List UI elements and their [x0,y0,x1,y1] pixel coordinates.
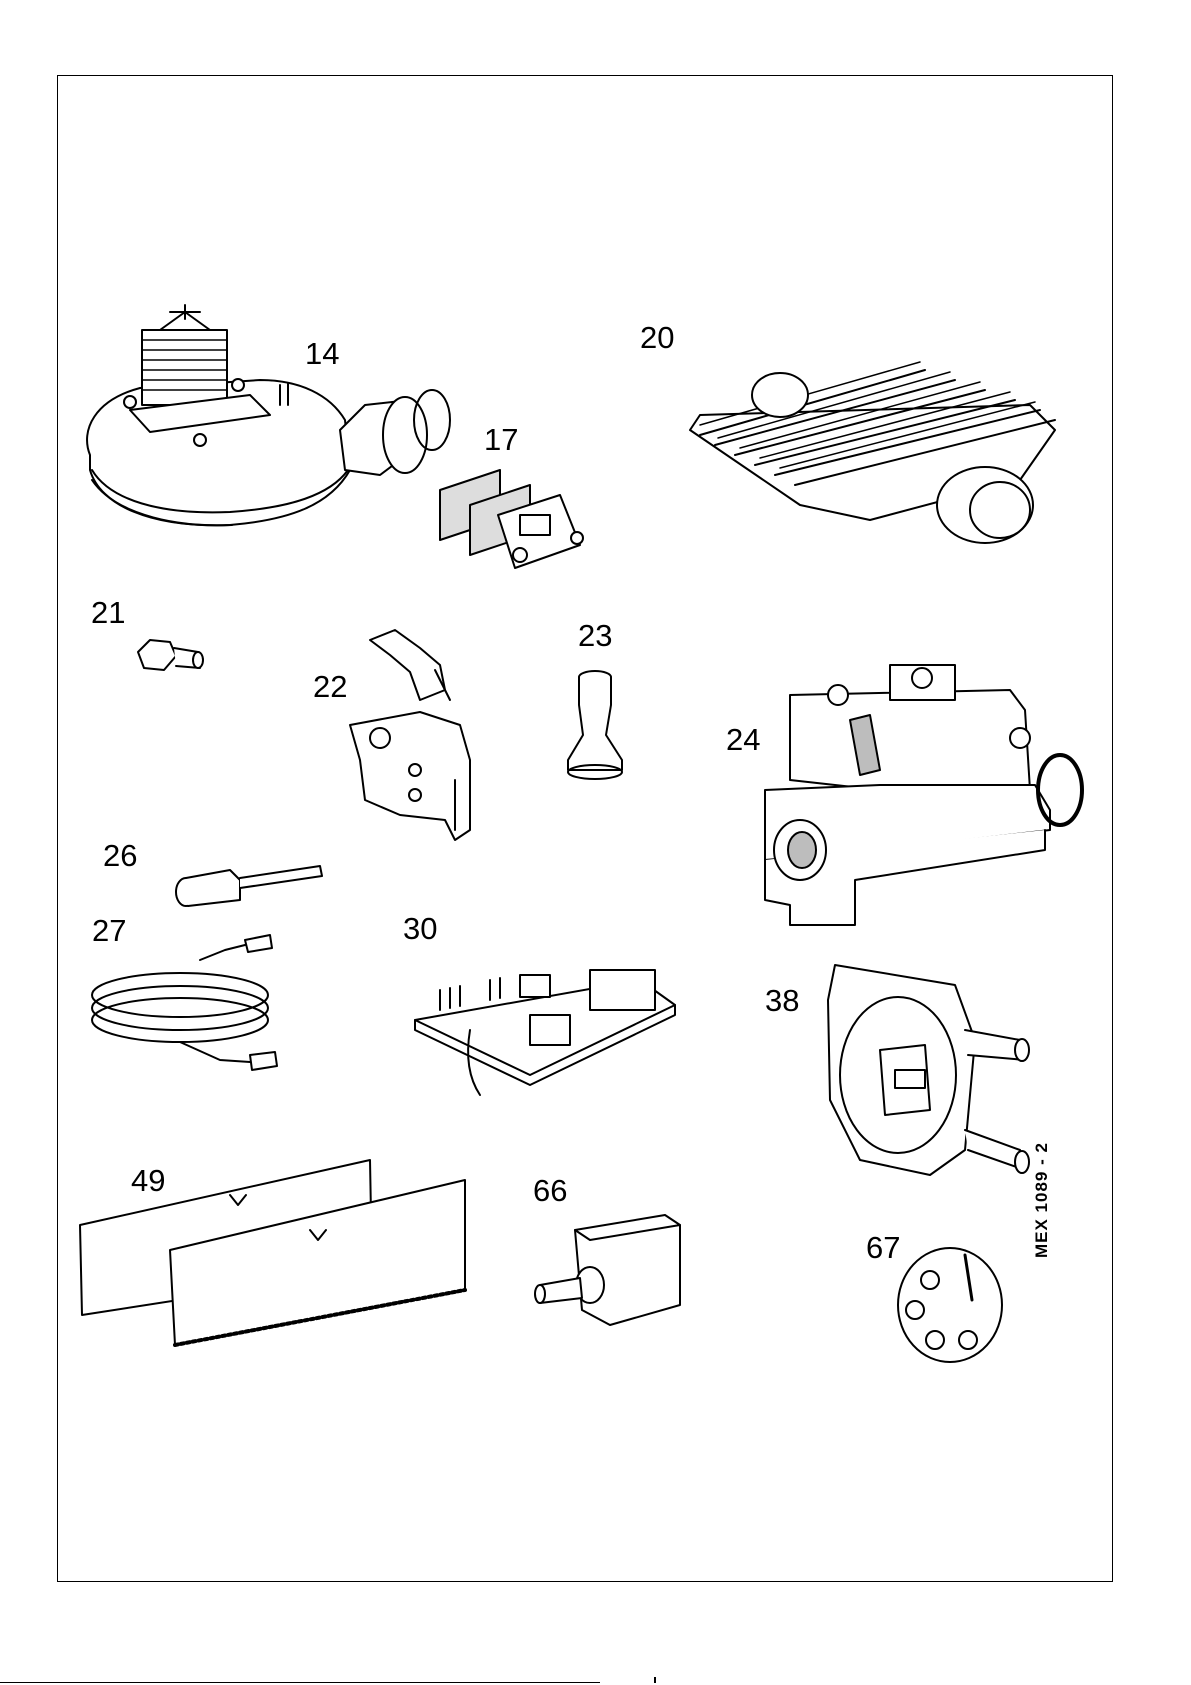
part-number-49: 49 [131,1165,165,1196]
part-gas-valve [765,665,1082,925]
part-number-24: 24 [726,724,760,755]
part-number-20: 20 [640,322,674,353]
part-number-27: 27 [92,915,126,946]
part-number-17: 17 [484,424,518,455]
part-injector [138,640,203,670]
page-footer-rule [0,1682,600,1683]
part-fan-assembly [87,305,450,525]
part-number-67: 67 [866,1232,900,1263]
part-number-66: 66 [533,1175,567,1206]
part-number-23: 23 [578,620,612,651]
part-knob [898,1248,1002,1362]
drawing-reference: MEX 1089 - 2 [1032,1098,1056,1258]
part-number-21: 21 [91,597,125,628]
part-gaskets [440,470,583,568]
part-probe [176,866,322,906]
part-number-38: 38 [765,985,799,1016]
part-burner [690,362,1055,543]
page-footer-mark [654,1677,656,1683]
part-sleeve [568,671,622,779]
part-number-22: 22 [313,671,347,702]
part-thermostat [535,1215,680,1325]
part-control-board [415,970,675,1095]
part-number-14: 14 [305,338,339,369]
part-pressure-switch [828,965,1029,1175]
part-electrode-bracket [350,630,470,840]
part-cable [92,935,277,1070]
part-number-26: 26 [103,840,137,871]
part-number-30: 30 [403,913,437,944]
